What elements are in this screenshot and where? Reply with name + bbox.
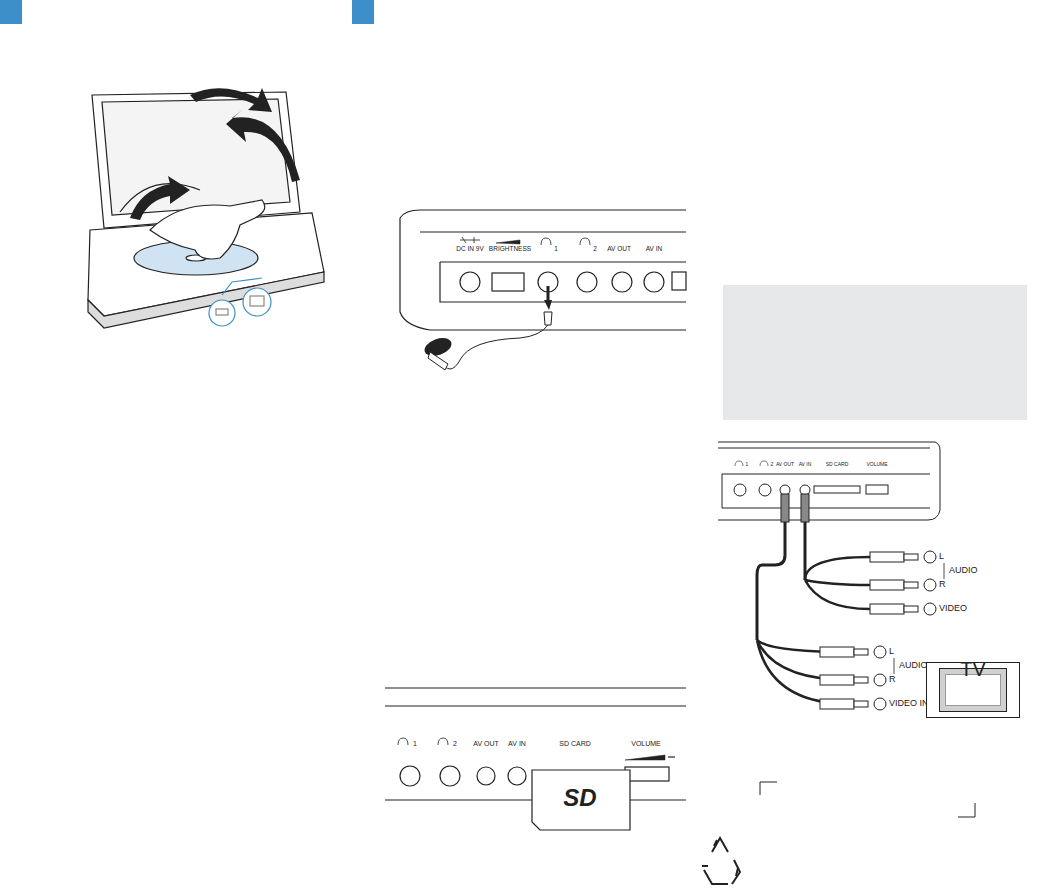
- port-label: DC IN 9V: [456, 246, 483, 253]
- open-arrows: [130, 88, 300, 220]
- av-cables: [757, 494, 944, 710]
- side-panel: [718, 442, 940, 520]
- port-label: R: [889, 675, 896, 684]
- player-open: [88, 92, 324, 328]
- port-label: VOLUME: [866, 462, 887, 467]
- bracket: [958, 803, 975, 817]
- port-label: AUDIO: [949, 566, 978, 575]
- port-label: AV IN: [799, 462, 812, 467]
- card-logo: SD: [563, 786, 596, 810]
- tv-heading: TV: [960, 659, 986, 679]
- port-label: AV OUT: [473, 740, 499, 747]
- note-box: [723, 285, 1027, 420]
- port-label: SD CARD: [559, 740, 591, 747]
- port-label: R: [939, 580, 946, 589]
- tv-set: TV: [926, 662, 1020, 718]
- sd-card: [532, 770, 630, 830]
- port-label: 2: [593, 246, 597, 253]
- port-label: 2: [771, 462, 774, 467]
- port-label: BRIGHTNESS: [489, 246, 531, 253]
- port-label: VIDEO: [939, 604, 967, 613]
- recycle-symbol: [702, 838, 740, 884]
- port-label: L: [939, 552, 944, 561]
- step-square: [0, 0, 22, 24]
- earphone: [422, 286, 552, 370]
- bracket: [760, 782, 777, 795]
- port-label: AV OUT: [607, 246, 631, 253]
- side-panel: [400, 210, 686, 330]
- port-label: VOLUME: [631, 740, 661, 747]
- port-label: 1: [554, 246, 558, 253]
- port-label: SD CARD: [826, 462, 849, 467]
- port-label: 2: [453, 740, 457, 747]
- port-label: 1: [746, 462, 749, 467]
- port-label: AV OUT: [776, 462, 794, 467]
- step-square: [352, 0, 374, 24]
- port-label: AV IN: [646, 246, 663, 253]
- port-label: L: [889, 647, 894, 656]
- port-label: AV IN: [508, 740, 526, 747]
- port-label: 1: [413, 740, 417, 747]
- port-label: VIDEO IN: [889, 699, 929, 708]
